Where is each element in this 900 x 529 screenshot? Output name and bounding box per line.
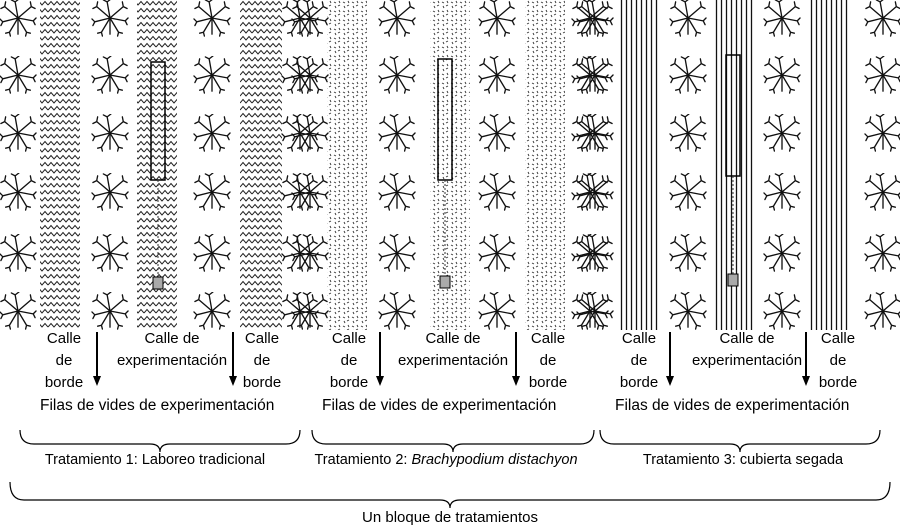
block-label: Un bloque de tratamientos xyxy=(362,509,538,526)
row-strip-2-1 xyxy=(327,0,367,330)
sampling-square-icon xyxy=(152,276,164,290)
vine-plant-icon xyxy=(763,234,801,272)
vine-plant-icon xyxy=(193,173,231,211)
row-strip-3-3 xyxy=(808,0,850,330)
vine-plant-icon xyxy=(763,292,801,330)
sampling-square-icon xyxy=(727,273,739,287)
vine-plant-icon xyxy=(0,292,37,330)
vine-plant-icon xyxy=(281,292,319,330)
treatment-2-label: Tratamiento 2: Brachypodium distachyon xyxy=(314,452,578,468)
vine-plant-icon xyxy=(864,292,900,330)
vine-plant-icon xyxy=(91,56,129,94)
treatment-1-brace xyxy=(19,429,301,453)
experimental-rows-label: Filas de vides de experimentación xyxy=(615,397,850,414)
vine-plant-icon xyxy=(193,234,231,272)
vine-plant-icon xyxy=(669,114,707,152)
row-strip-1-1 xyxy=(40,0,80,330)
block-brace xyxy=(9,481,891,509)
vine-plant-icon xyxy=(281,114,319,152)
vine-plant-icon xyxy=(378,114,416,152)
vine-plant-icon xyxy=(0,173,37,211)
vine-plant-icon xyxy=(864,173,900,211)
experimental-rows-label: Filas de vides de experimentación xyxy=(40,397,275,414)
row-strip-3-1 xyxy=(618,0,660,330)
arrowhead xyxy=(229,376,237,386)
vine-plant-icon xyxy=(91,173,129,211)
vine-plant-icon xyxy=(0,0,37,37)
vine-plant-icon xyxy=(378,173,416,211)
vine-plant-icon xyxy=(91,114,129,152)
vine-plant-icon xyxy=(281,173,319,211)
vine-plant-icon xyxy=(763,0,801,37)
treatment-3-brace xyxy=(599,429,881,453)
vine-plant-icon xyxy=(193,292,231,330)
vine-plant-icon xyxy=(91,234,129,272)
vine-plant-icon xyxy=(378,0,416,37)
row-strip-1-3 xyxy=(240,0,282,330)
vine-plant-icon xyxy=(864,56,900,94)
vine-plant-icon xyxy=(763,173,801,211)
vine-plant-icon xyxy=(864,114,900,152)
vine-plant-icon xyxy=(378,56,416,94)
experimental-rows-label: Filas de vides de experimentación xyxy=(322,397,557,414)
vine-plant-icon xyxy=(193,56,231,94)
vine-plant-icon xyxy=(478,56,516,94)
vine-plant-icon xyxy=(478,114,516,152)
treatment-1-label: Tratamiento 1: Laboreo tradicional xyxy=(44,452,266,468)
vine-plant-icon xyxy=(478,292,516,330)
vine-plant-icon xyxy=(0,56,37,94)
vine-plant-icon xyxy=(193,114,231,152)
vine-plant-icon xyxy=(763,114,801,152)
vine-plant-icon xyxy=(0,234,37,272)
vine-plant-icon xyxy=(669,234,707,272)
arrowhead xyxy=(802,376,810,386)
row-strip-2-2 xyxy=(430,0,470,330)
treatment-3-label: Tratamiento 3: cubierta segada xyxy=(642,452,844,468)
vine-plant-icon xyxy=(669,0,707,37)
row-strip-1-2 xyxy=(137,0,177,330)
vine-plant-icon xyxy=(763,56,801,94)
arrowhead xyxy=(93,376,101,386)
arrowhead xyxy=(666,376,674,386)
vine-plant-icon xyxy=(193,0,231,37)
arrowhead xyxy=(512,376,520,386)
vine-plant-icon xyxy=(0,114,37,152)
treatment-2-brace xyxy=(311,429,595,453)
vine-plant-icon xyxy=(669,173,707,211)
vine-plant-icon xyxy=(281,56,319,94)
vine-plant-icon xyxy=(864,234,900,272)
vine-plant-icon xyxy=(478,0,516,37)
vine-plant-icon xyxy=(91,292,129,330)
vine-plant-icon xyxy=(669,56,707,94)
vine-plant-icon xyxy=(281,234,319,272)
vine-plant-icon xyxy=(478,173,516,211)
vine-plant-icon xyxy=(478,234,516,272)
vine-plant-icon xyxy=(669,292,707,330)
row-strip-2-3 xyxy=(525,0,565,330)
vine-plant-icon xyxy=(378,234,416,272)
vine-plant-icon xyxy=(378,292,416,330)
sampling-square-icon xyxy=(439,275,451,289)
vine-plant-icon xyxy=(864,0,900,37)
arrowhead xyxy=(376,376,384,386)
vine-plant-icon xyxy=(91,0,129,37)
